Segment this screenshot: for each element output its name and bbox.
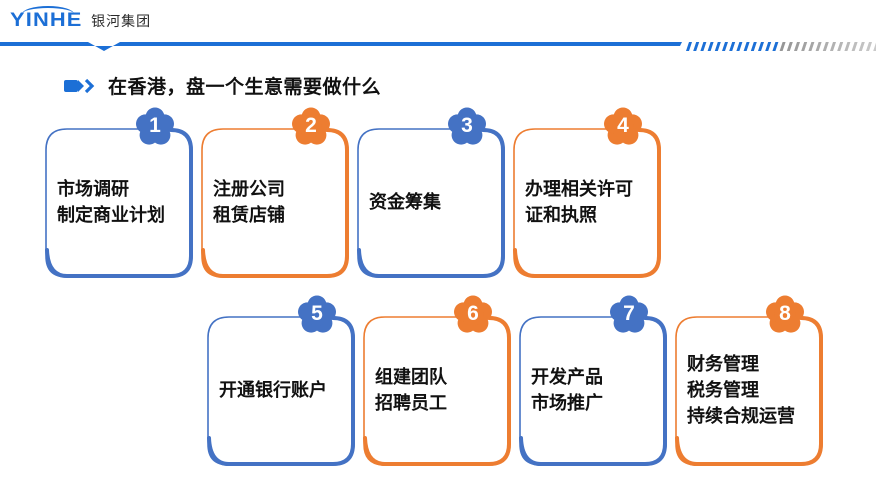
step-description: 办理相关许可证和执照 bbox=[525, 128, 653, 278]
step-description: 组建团队招聘员工 bbox=[375, 316, 503, 466]
header-stripe bbox=[686, 42, 692, 51]
header-stripe bbox=[786, 42, 793, 51]
step-text-line: 税务管理 bbox=[687, 380, 759, 401]
step-text-line: 招聘员工 bbox=[375, 393, 447, 414]
step-number: 4 bbox=[617, 114, 629, 137]
step-text-line: 组建团队 bbox=[375, 367, 447, 388]
header-stripe bbox=[779, 42, 786, 51]
section-heading: 在香港，盘一个生意需要做什么 bbox=[64, 72, 381, 99]
header-stripe bbox=[693, 42, 700, 51]
step-text-line: 持续合规运营 bbox=[687, 406, 795, 427]
flower-badge-icon bbox=[427, 107, 486, 145]
logo-chinese-name: 银河集团 bbox=[91, 14, 152, 30]
company-logo: YINHE 银河集团 bbox=[10, 6, 152, 32]
step-card-2: 注册公司租赁店铺 2 bbox=[201, 107, 349, 278]
header-stripe bbox=[858, 42, 865, 51]
header-stripe bbox=[700, 42, 707, 51]
step-number-badge: 7 bbox=[589, 294, 649, 334]
logo-arc-icon bbox=[22, 6, 74, 22]
step-number-badge: 5 bbox=[277, 294, 337, 334]
header-stripe bbox=[837, 42, 844, 51]
step-text-line: 财务管理 bbox=[687, 354, 759, 375]
flower-badge-icon bbox=[433, 295, 492, 333]
header-stripe bbox=[707, 42, 714, 51]
step-number-badge: 6 bbox=[433, 294, 493, 334]
step-description: 开通银行账户 bbox=[219, 316, 347, 466]
header-stripe bbox=[844, 42, 851, 51]
step-text-line: 注册公司 bbox=[213, 179, 285, 200]
header-stripe bbox=[714, 42, 721, 51]
step-description: 开发产品市场推广 bbox=[531, 316, 659, 466]
card-frame bbox=[363, 316, 511, 466]
card-frame bbox=[201, 128, 349, 278]
step-card-3: 资金筹集 3 bbox=[357, 107, 505, 278]
card-frame bbox=[45, 128, 193, 278]
step-description: 财务管理税务管理持续合规运营 bbox=[687, 316, 815, 466]
flower-badge-icon bbox=[115, 107, 174, 145]
step-number: 1 bbox=[149, 114, 161, 137]
header-divider-bar bbox=[0, 42, 876, 51]
step-description: 注册公司租赁店铺 bbox=[213, 128, 341, 278]
logo-wordmark: YINHE bbox=[10, 10, 83, 31]
header-stripe bbox=[851, 42, 858, 51]
step-text-line: 制定商业计划 bbox=[57, 205, 165, 226]
header-stripe bbox=[736, 42, 743, 51]
page-title: 在香港，盘一个生意需要做什么 bbox=[108, 76, 382, 98]
step-text-line: 市场调研 bbox=[57, 179, 129, 200]
step-text-line: 租赁店铺 bbox=[213, 205, 285, 226]
flower-badge-icon bbox=[271, 107, 330, 145]
header-stripe bbox=[765, 42, 772, 51]
step-number-badge: 1 bbox=[115, 106, 175, 146]
step-number: 6 bbox=[467, 302, 479, 325]
step-number-badge: 4 bbox=[583, 106, 643, 146]
header-stripe bbox=[815, 42, 822, 51]
step-card-1: 市场调研制定商业计划 1 bbox=[45, 107, 193, 278]
step-text-line: 市场推广 bbox=[531, 393, 603, 414]
header-stripe bbox=[866, 42, 872, 51]
step-card-4: 办理相关许可证和执照 4 bbox=[513, 107, 661, 278]
step-number-badge: 2 bbox=[271, 106, 331, 146]
step-text-line: 资金筹集 bbox=[369, 192, 441, 213]
step-number: 7 bbox=[623, 302, 635, 325]
step-description: 资金筹集 bbox=[369, 128, 497, 278]
step-number: 3 bbox=[461, 114, 473, 137]
header-stripe bbox=[729, 42, 736, 51]
header-stripe bbox=[722, 42, 728, 51]
step-text-line: 办理相关许可 bbox=[525, 179, 633, 200]
step-card-6: 组建团队招聘员工 6 bbox=[363, 295, 511, 466]
header-stripe bbox=[808, 42, 815, 51]
step-card-5: 开通银行账户 5 bbox=[207, 295, 355, 466]
step-text-line: 开发产品 bbox=[531, 367, 603, 388]
card-frame bbox=[675, 316, 823, 466]
header-stripe bbox=[801, 42, 808, 51]
header-stripe bbox=[822, 42, 829, 51]
card-frame bbox=[357, 128, 505, 278]
header-stripe bbox=[794, 42, 800, 51]
step-card-7: 开发产品市场推广 7 bbox=[519, 295, 667, 466]
step-text-line: 证和执照 bbox=[525, 205, 597, 226]
step-number: 5 bbox=[311, 302, 323, 325]
card-frame bbox=[519, 316, 667, 466]
header-stripe bbox=[743, 42, 750, 51]
step-number: 2 bbox=[305, 114, 317, 137]
card-frame bbox=[207, 316, 355, 466]
step-number-badge: 8 bbox=[745, 294, 805, 334]
step-description: 市场调研制定商业计划 bbox=[57, 128, 185, 278]
header-stripe bbox=[772, 42, 779, 51]
header-stripe bbox=[873, 42, 876, 51]
arrow-tag-icon bbox=[64, 78, 95, 93]
header-stripe bbox=[758, 42, 764, 51]
step-number: 8 bbox=[779, 302, 791, 325]
step-text-line: 开通银行账户 bbox=[219, 380, 327, 401]
card-frame bbox=[513, 128, 661, 278]
flower-badge-icon bbox=[277, 295, 336, 333]
step-number-badge: 3 bbox=[427, 106, 487, 146]
step-card-8: 财务管理税务管理持续合规运营 8 bbox=[675, 295, 823, 466]
header-stripe bbox=[750, 42, 757, 51]
header-stripe bbox=[830, 42, 836, 51]
